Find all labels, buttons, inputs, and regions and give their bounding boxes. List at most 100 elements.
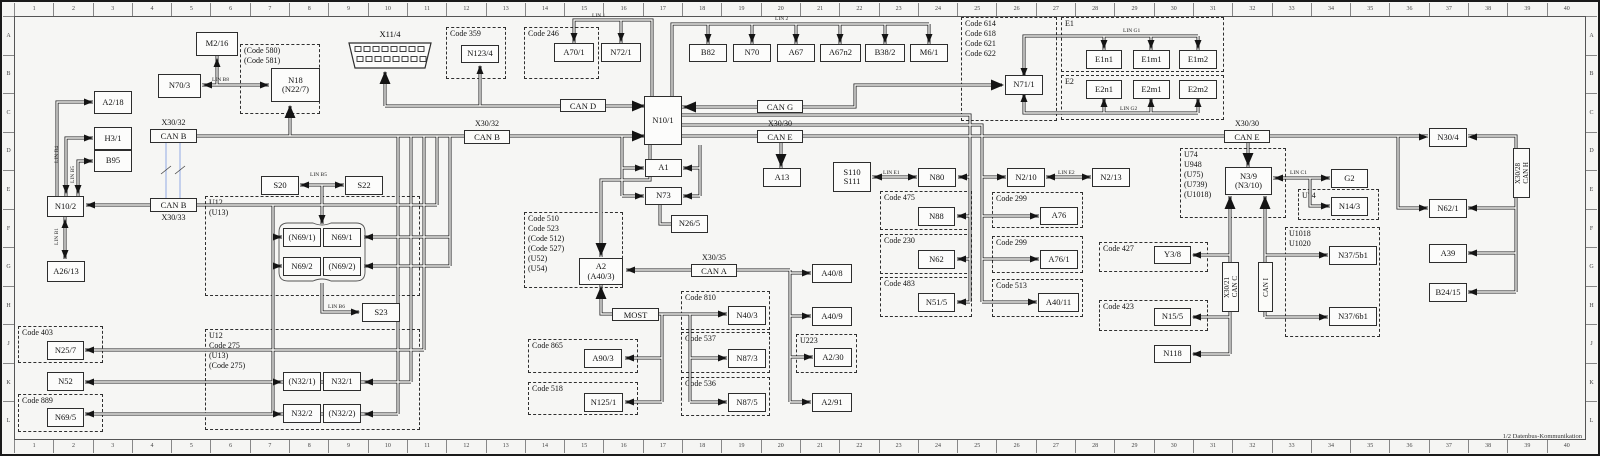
- ruler-col-35: 35: [1350, 3, 1389, 16]
- wire-label-lin-g2: LIN G2: [1120, 106, 1138, 112]
- node-n69-1: (N69/1): [283, 228, 321, 247]
- group-label: Code 518: [532, 384, 563, 393]
- node-b82: B82: [689, 44, 727, 62]
- ruler-col-22: 22: [839, 440, 878, 453]
- node-a40-9: A40/9: [812, 307, 852, 326]
- ruler-col-20: 20: [760, 440, 800, 453]
- bus-sub-x30-30: X30/30: [768, 119, 792, 128]
- node-h3-1: H3/1: [94, 127, 132, 150]
- group-code-299-20: Code 299: [992, 236, 1083, 273]
- node-n32-1: N32/1: [323, 372, 361, 391]
- node-a2-a40-3: A2(A40/3): [579, 258, 623, 285]
- ruler-col-35: 35: [1350, 440, 1389, 453]
- ruler-col-9: 9: [328, 3, 367, 16]
- ruler-col-24: 24: [917, 440, 957, 453]
- node-a67n2: A67n2: [820, 44, 861, 62]
- node-s20: S20: [261, 176, 299, 195]
- ruler-row-c: C: [3, 93, 14, 132]
- group-u223-27: U223: [796, 334, 857, 373]
- ruler-col-25: 25: [957, 3, 996, 16]
- ruler-col-28: 28: [1075, 440, 1114, 453]
- node-b24-15: B24/15: [1429, 283, 1467, 302]
- node-e1m1: E1m1: [1133, 50, 1170, 69]
- group-label: Code 299: [996, 194, 1027, 203]
- node-n62: N62: [918, 250, 955, 269]
- node-n15-5: N15/5: [1154, 308, 1191, 326]
- ruler-col-37: 37: [1428, 3, 1468, 16]
- group-label: Code 810: [685, 293, 716, 302]
- ruler-col-7: 7: [249, 3, 289, 16]
- ruler-row-e: E: [1586, 170, 1597, 209]
- ruler-col-29: 29: [1114, 440, 1153, 453]
- node-n69-1: N69/1: [323, 228, 361, 247]
- wire-label-lin-e1: LIN E1: [883, 170, 900, 176]
- wire-label-lin-2: LIN 2: [775, 16, 789, 22]
- ruler-col-29: 29: [1114, 3, 1153, 16]
- bus-sub-x30-30: X30/30: [1235, 119, 1259, 128]
- node-n25-7: N25/7: [47, 341, 84, 360]
- node-a90-3: A90/3: [584, 349, 622, 368]
- ruler-col-30: 30: [1153, 440, 1193, 453]
- node-n72-1: N72/1: [601, 43, 641, 62]
- group-code-359-1: Code 359: [446, 27, 506, 79]
- bus-can-d: CAN D: [560, 99, 606, 112]
- node-n118: N118: [1154, 345, 1191, 363]
- node-n69-2: N69/2: [283, 257, 321, 276]
- node-n32-2: N32/2: [283, 404, 321, 423]
- ruler-col-40: 40: [1546, 440, 1586, 453]
- ruler-col-38: 38: [1467, 440, 1507, 453]
- group-label: Code 889: [22, 396, 53, 405]
- wire-label-lin-b1: LIN B1: [54, 228, 60, 245]
- node-n2-13: N2/13: [1092, 168, 1130, 187]
- group-code-403-8: Code 403: [18, 326, 103, 363]
- ruler-col-23: 23: [878, 440, 918, 453]
- node-a76: A76: [1040, 207, 1078, 225]
- node-n14-3: N14/3: [1331, 197, 1368, 216]
- node-n125-1: N125/1: [584, 393, 623, 412]
- group-label: Code 865: [532, 341, 563, 350]
- group-label: U12(U13): [209, 198, 229, 217]
- node-e2m2: E2m2: [1179, 80, 1217, 99]
- group-label: Code 299: [996, 238, 1027, 247]
- ruler-col-2: 2: [53, 3, 92, 16]
- node-n18-n22-7: N18(N22/7): [271, 68, 320, 102]
- ruler-col-32: 32: [1232, 3, 1271, 16]
- ruler-col-5: 5: [171, 3, 210, 16]
- node-m2-16: M2/16: [196, 32, 238, 56]
- ruler-col-18: 18: [682, 440, 721, 453]
- ruler-col-22: 22: [839, 3, 878, 16]
- ruler-col-8: 8: [289, 3, 328, 16]
- group-label: E1: [1065, 19, 1074, 28]
- ruler-col-31: 31: [1192, 440, 1232, 453]
- node-a26-13: A26/13: [47, 261, 85, 282]
- node-a39: A39: [1429, 244, 1467, 263]
- ruler-row-b: B: [3, 54, 14, 94]
- ruler-col-32: 32: [1232, 440, 1271, 453]
- node-a40-11: A40/11: [1038, 293, 1079, 312]
- ruler-col-14: 14: [524, 440, 564, 453]
- ruler-row-e: E: [3, 170, 14, 209]
- ruler-col-3: 3: [92, 440, 132, 453]
- wire-label-lin-b8: LIN B8: [212, 77, 229, 83]
- node-n32-2: (N32/2): [323, 404, 361, 423]
- ruler-col-13: 13: [485, 440, 525, 453]
- ruler-col-17: 17: [642, 3, 682, 16]
- bus-text: X30/21: [1222, 276, 1231, 298]
- node-s23: S23: [362, 303, 400, 322]
- node-g2: G2: [1331, 169, 1368, 188]
- ruler-row-d: D: [1586, 131, 1597, 171]
- ruler-col-39: 39: [1507, 3, 1546, 16]
- ruler-row-g: G: [3, 247, 14, 286]
- node-b38-2: B38/2: [865, 44, 905, 62]
- ruler-row-c: C: [1586, 93, 1597, 132]
- node-n87-3: N87/3: [728, 349, 766, 368]
